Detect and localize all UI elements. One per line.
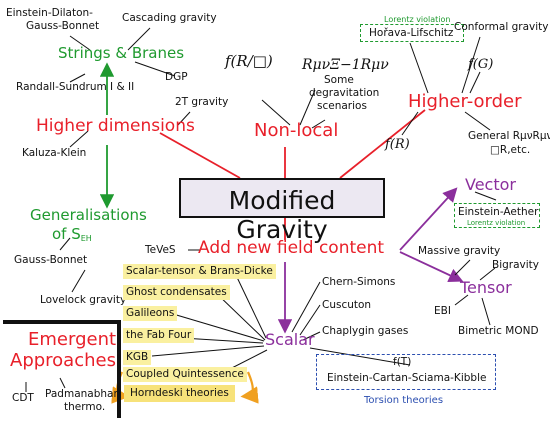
general-ricci-line2: □R,etc. [490, 144, 531, 156]
generalisations-line1: Generalisations [30, 206, 147, 224]
strings-branes-label: Strings & Branes [58, 44, 185, 62]
modified-gravity-title: Modified Gravity [228, 186, 336, 244]
degravitation-line3: scenarios [317, 100, 367, 112]
vector-lorentz-violation-label: Lorentz violation [467, 219, 526, 227]
degravitation-line2: degravitation [309, 87, 380, 99]
cuscuton-label: Cuscuton [322, 299, 372, 311]
conformal-gravity-label: Conformal gravity [454, 21, 549, 33]
vector-label: Vector [465, 175, 516, 194]
non-local-label: Non-local [254, 120, 339, 141]
scalar-label: Scalar [265, 330, 315, 349]
scalar-theory-item: KGB [123, 350, 152, 365]
horava-lifschitz-label: Hořava-Lifschitz [369, 27, 454, 39]
scalar-theory-item: the Fab Four [123, 328, 195, 343]
cdt-label: CDT [12, 392, 34, 404]
degravitation-line1: Some [324, 74, 354, 86]
emergent-line1: Emergent [28, 329, 117, 350]
higher-dimensions-label: Higher dimensions [36, 116, 195, 136]
generalisations-line2: of SEH [52, 225, 92, 243]
f-of-g-label: f(G) [468, 57, 494, 72]
emergent-line2: Approaches [10, 350, 116, 371]
einstein-aether-box [454, 203, 540, 228]
bimetric-mond-label: Bimetric MOND [458, 325, 539, 337]
higher-order-label: Higher-order [408, 91, 522, 112]
scalar-theory-item: Coupled Quintessence [123, 367, 247, 382]
chern-simons-label: Chern-Simons [322, 276, 396, 288]
tensor-label: Tensor [460, 278, 512, 297]
edge-higher-dimensions [159, 132, 241, 179]
f-of-t-label: f(T) [393, 356, 412, 368]
non-local-formula-1: f(R/□) [225, 52, 273, 70]
kaluza-klein-label: Kaluza-Klein [22, 147, 87, 159]
lovelock-gravity-label: Lovelock gravity [40, 294, 127, 306]
einstein-aether-label: Einstein-Aether [458, 206, 539, 218]
bigravity-label: Bigravity [492, 259, 539, 271]
horava-lorentz-violation-label: Lorentz violation [382, 15, 453, 24]
horava-box [360, 24, 464, 42]
emergent-frame [3, 320, 121, 418]
dgp-label: DGP [165, 71, 188, 83]
scalar-theory-item: Galileons [123, 306, 178, 321]
cascading-gravity-label: Cascading gravity [122, 12, 217, 24]
padmanabhan-line1: Padmanabhan [45, 388, 121, 400]
modified-gravity-box: Modified Gravity [179, 178, 385, 244]
torsion-theories-label: Torsion theories [364, 395, 444, 406]
edgb-line2: Gauss-Bonnet [26, 20, 100, 32]
scalar-theory-item: Horndeski theories [124, 385, 235, 402]
scalar-theory-item: Ghost condensates [123, 285, 230, 300]
edge-higher-order [339, 109, 426, 179]
edgb-line1: Einstein-Dilaton- [6, 7, 93, 19]
torsion-box [316, 354, 496, 390]
f-of-r-label: f(R) [385, 137, 410, 152]
edge-vector [399, 187, 458, 251]
non-local-formula-2: RμνΞ−1Rμν [302, 57, 389, 73]
edge-tensor [399, 251, 464, 282]
randall-sundrum-label: Randall-Sundrum I & II [16, 81, 135, 93]
general-ricci-line1: General RμνRμν, [468, 130, 550, 142]
massive-gravity-label: Massive gravity [418, 245, 501, 257]
padmanabhan-line2: thermo. [64, 401, 106, 413]
ecsk-label: Einstein-Cartan-Sciama-Kibble [327, 372, 487, 384]
teves-label: TeVeS [145, 244, 176, 256]
ebi-label: EBI [434, 305, 451, 317]
edge-horndeski-loop-right [240, 371, 259, 404]
chaplygin-label: Chaplygin gases [322, 325, 409, 337]
scalar-theory-item: Scalar-tensor & Brans-Dicke [123, 264, 276, 279]
two-t-gravity-label: 2T gravity [175, 96, 229, 108]
add-field-content-label: Add new field content [198, 238, 385, 258]
gauss-bonnet-label: Gauss-Bonnet [14, 254, 88, 266]
